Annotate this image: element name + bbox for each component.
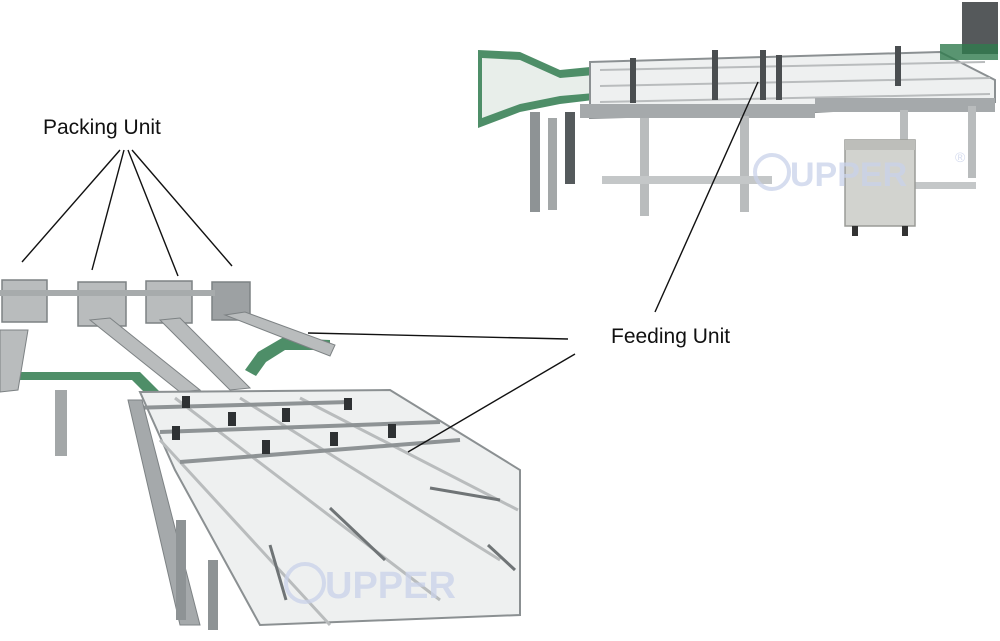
- feeding-unit-label: Feeding Unit: [611, 325, 731, 348]
- feeding-callout-lines: [307, 81, 759, 453]
- watermark-top: UPPER ®: [753, 149, 966, 194]
- watermark-top-text: UPPER: [790, 156, 907, 194]
- top-feeding-machine: [478, 2, 998, 236]
- watermark-bottom: UPPER: [284, 562, 456, 607]
- bottom-belt-table: [138, 388, 521, 627]
- control-box: [844, 139, 916, 227]
- packing-heads: [0, 279, 251, 327]
- green-conveyor-left: [0, 372, 160, 398]
- watermark-bottom-text: UPPER: [325, 565, 456, 607]
- bottom-packing-line: [0, 279, 521, 630]
- packing-callout-lines: [21, 149, 233, 277]
- packing-unit-label: Packing Unit: [43, 116, 161, 139]
- guide-clamps: [172, 396, 396, 454]
- watermark-top-mark: ®: [955, 149, 966, 165]
